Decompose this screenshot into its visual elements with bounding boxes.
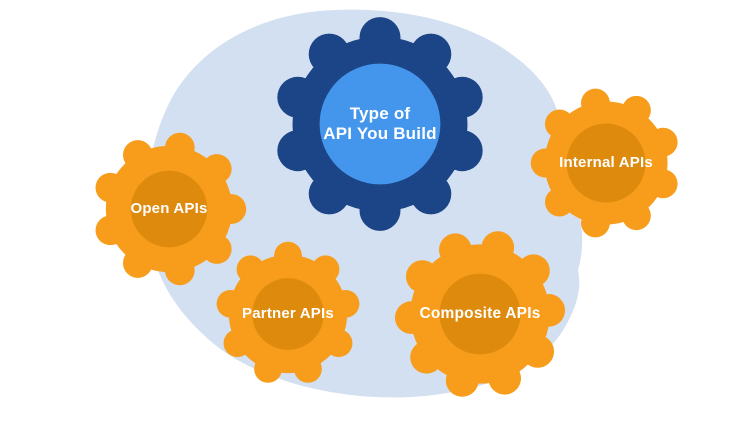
gear-internal-apis: Internal APIs — [530, 87, 682, 239]
gear-icon — [95, 132, 247, 286]
gear-icon — [277, 17, 483, 231]
gear-icon — [530, 88, 678, 238]
gear-type-of-api-you-build: Type of API You Build — [272, 16, 488, 232]
gear-composite-apis: Composite APIs — [394, 228, 566, 400]
gear-partner-apis: Partner APIs — [215, 241, 361, 387]
gear-icon — [216, 241, 360, 383]
gear-icon — [394, 231, 566, 397]
